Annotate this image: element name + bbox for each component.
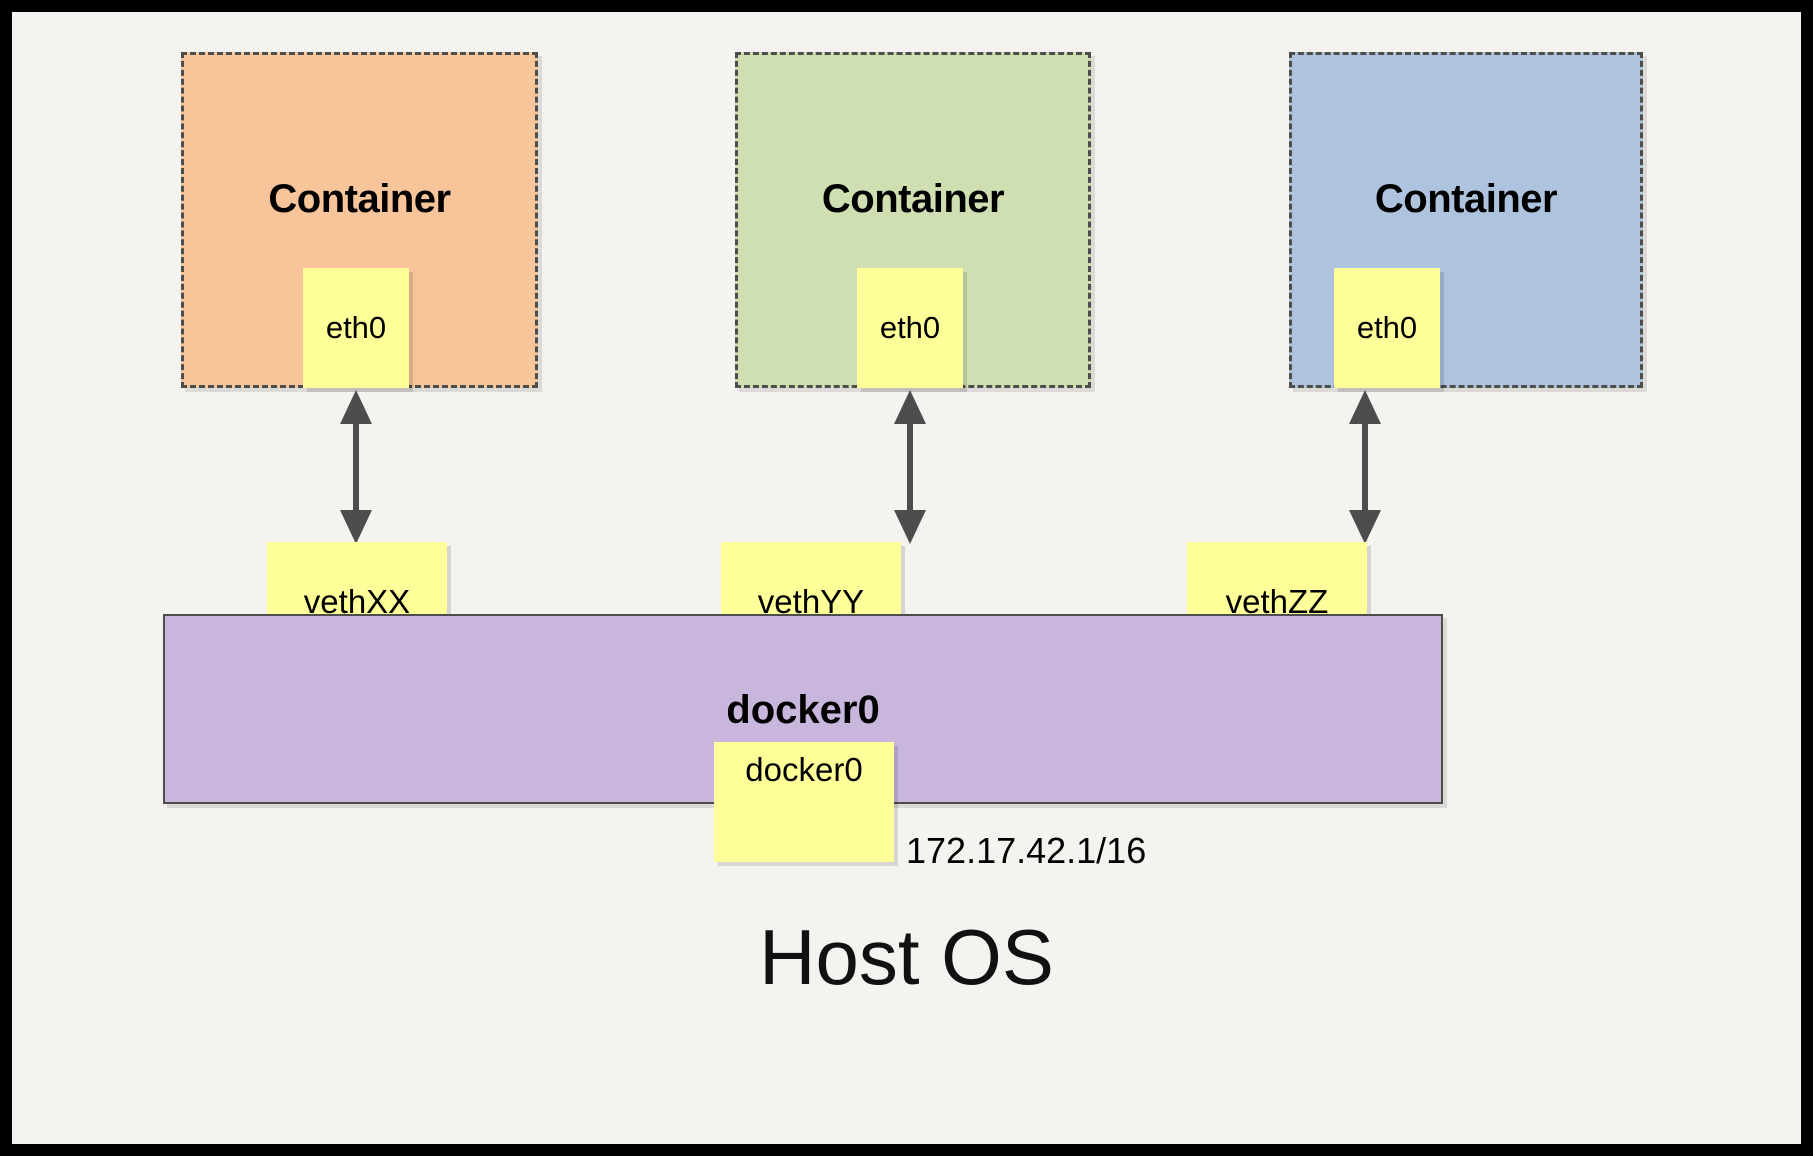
container-1-title: Container bbox=[268, 177, 451, 221]
docker0-interface-chip: docker0 bbox=[714, 742, 894, 862]
vethzz-label: vethZZ bbox=[1225, 583, 1329, 620]
container-2-eth0-label: eth0 bbox=[879, 310, 941, 345]
docker0-interface-label: docker0 bbox=[745, 751, 863, 788]
docker0-ip-label: 172.17.42.1/16 bbox=[906, 830, 1147, 871]
vethyy-label: vethYY bbox=[757, 583, 865, 620]
container-2-eth0-chip: eth0 bbox=[857, 268, 963, 388]
container-1-eth0-label: eth0 bbox=[325, 310, 387, 345]
container-3-eth0-chip: eth0 bbox=[1334, 268, 1440, 388]
container-3-eth0-label: eth0 bbox=[1356, 310, 1418, 345]
container-3-veth-link bbox=[1349, 390, 1381, 544]
host-os-panel: Container eth0 vethXX Container eth0 vet… bbox=[12, 12, 1801, 1144]
host-os-label: Host OS bbox=[759, 913, 1054, 1001]
container-1-eth0-chip: eth0 bbox=[303, 268, 409, 388]
container-1-veth-link bbox=[340, 390, 372, 544]
vethzz-chip: vethZZ bbox=[1187, 542, 1367, 662]
docker0-bridge: docker0 bbox=[163, 614, 1443, 804]
container-2-veth-link bbox=[894, 390, 926, 544]
docker0-bridge-title: docker0 bbox=[726, 688, 880, 732]
container-2-title: Container bbox=[821, 177, 1005, 221]
container-3-title: Container bbox=[1374, 177, 1558, 221]
vethxx-label: vethXX bbox=[303, 583, 411, 620]
